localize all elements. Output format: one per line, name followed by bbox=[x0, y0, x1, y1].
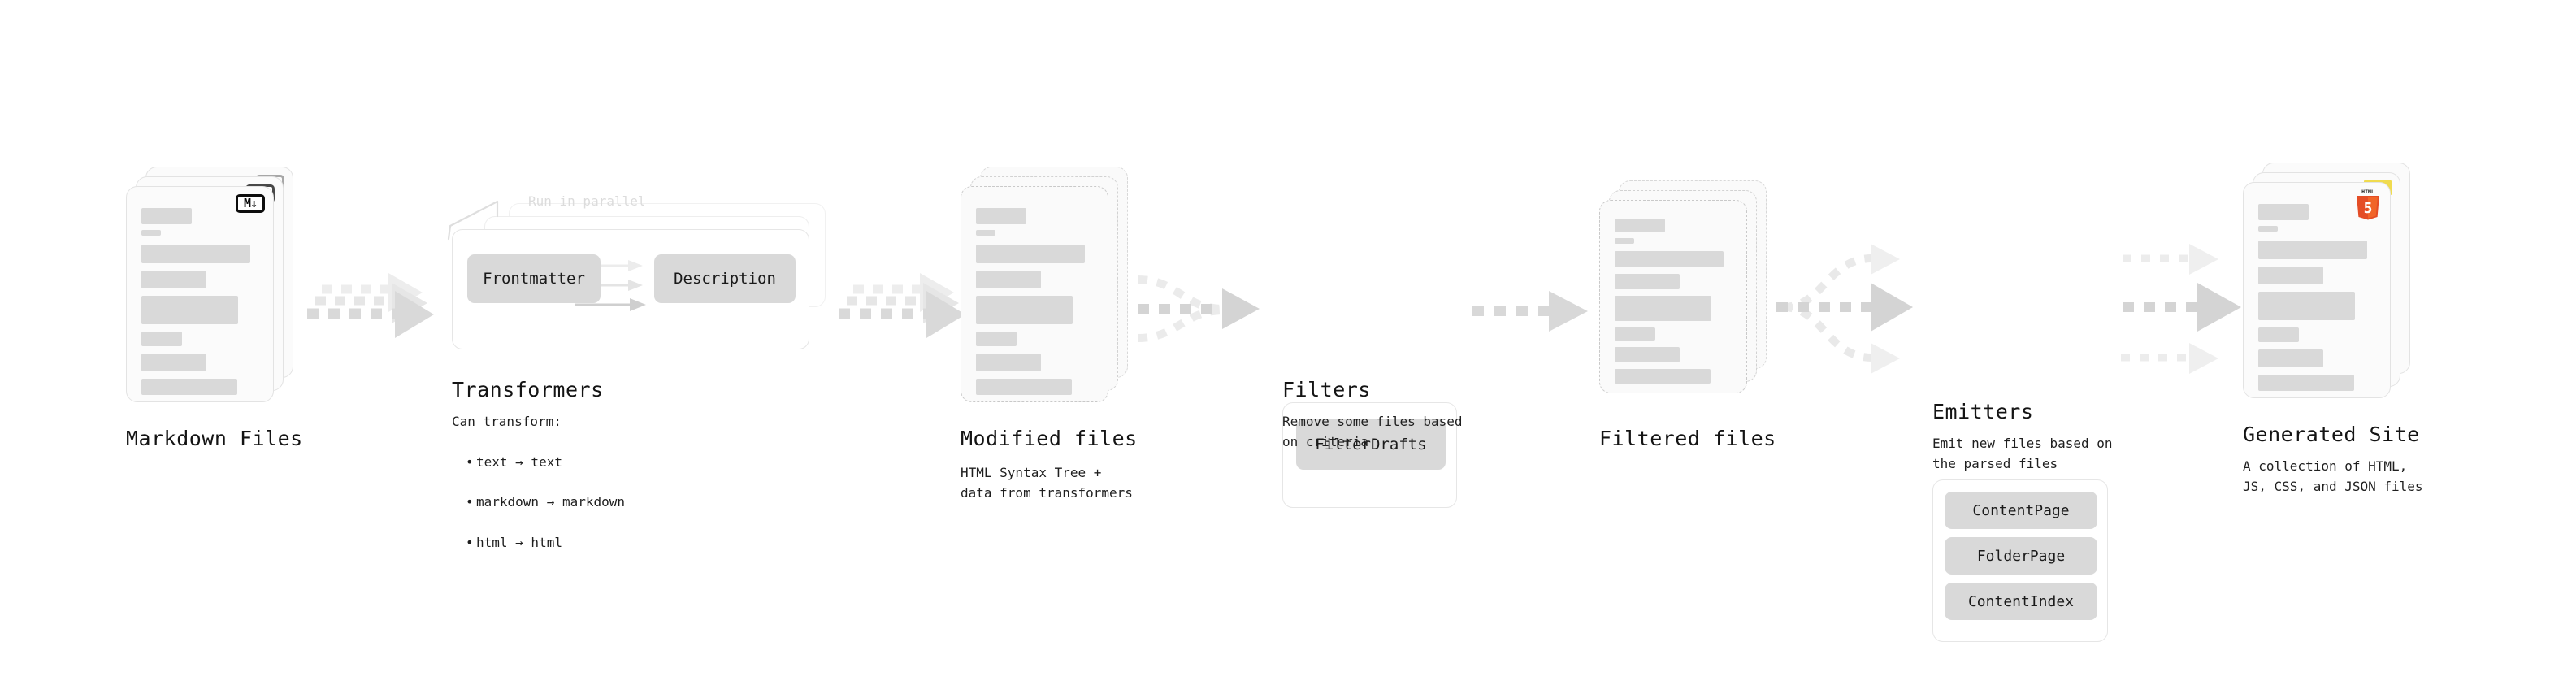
modified-files-title: Modified files bbox=[961, 427, 1138, 450]
emitter-pill-folderpage[interactable]: FolderPage bbox=[1945, 537, 2097, 575]
markdown-badge: M↓ bbox=[236, 194, 265, 213]
transformers-title: Transformers bbox=[452, 378, 604, 401]
run-in-parallel-bracket bbox=[447, 200, 499, 241]
arrowhead-fan-mid bbox=[1871, 283, 1913, 332]
emitter-pill-contentindex[interactable]: ContentIndex bbox=[1945, 583, 2097, 620]
stage-generated-site: CSS HTML 5 bbox=[2243, 163, 2410, 398]
site-skeleton bbox=[2258, 204, 2375, 397]
modified-skeleton bbox=[976, 208, 1093, 401]
stage-transformers: Frontmatter Description bbox=[447, 200, 834, 349]
arrowhead-triple-bottom bbox=[2189, 343, 2218, 374]
html5-badge: HTML 5 bbox=[2354, 188, 2382, 220]
modified-files-card-stack bbox=[961, 167, 1128, 402]
transformer-pill-frontmatter[interactable]: Frontmatter bbox=[467, 254, 601, 303]
transformer-pill-description[interactable]: Description bbox=[654, 254, 796, 303]
transformers-bullets: text → text markdown → markdown html → h… bbox=[465, 432, 625, 574]
emitters-desc: Emit new files based on the parsed files bbox=[1932, 436, 2113, 471]
filtered-files-card-stack bbox=[1599, 180, 1767, 393]
emitter-pill-contentpage[interactable]: ContentPage bbox=[1945, 492, 2097, 529]
transformers-desc-heading: Can transform: bbox=[452, 414, 562, 429]
arrowhead-fan-top bbox=[1871, 244, 1900, 275]
stage-filters: FilterDrafts bbox=[1282, 402, 1457, 508]
generated-site-desc: A collection of HTML, JS, CSS, and JSON … bbox=[2243, 458, 2423, 494]
arrowhead-converge bbox=[1222, 288, 1260, 329]
filtered-skeleton bbox=[1615, 219, 1732, 389]
connector-emitters-to-site bbox=[2118, 229, 2272, 392]
connector-filtered-to-emitters bbox=[1776, 229, 1931, 392]
transformers-bullet-1: markdown → markdown bbox=[466, 492, 625, 513]
transformers-bullet-2: html → html bbox=[466, 533, 625, 553]
generated-site-title: Generated Site bbox=[2243, 423, 2420, 446]
generated-site-card-stack: CSS HTML 5 bbox=[2243, 163, 2410, 398]
svg-text:5: 5 bbox=[2364, 200, 2373, 217]
markdown-sheet-front: M↓ bbox=[126, 186, 274, 402]
arrowhead-fan-bottom bbox=[1871, 343, 1900, 374]
connector-filters-to-filtered bbox=[1472, 283, 1602, 340]
site-sheet-front: HTML 5 bbox=[2243, 182, 2391, 398]
emitters-title: Emitters bbox=[1932, 400, 2034, 423]
stage-emitters: ContentPage FolderPage ContentIndex bbox=[1932, 479, 2108, 642]
svg-text:HTML: HTML bbox=[2361, 189, 2374, 195]
connector-transformers-to-modified bbox=[839, 268, 985, 366]
emitters-frame: ContentPage FolderPage ContentIndex bbox=[1932, 479, 2108, 642]
transformers-bullet-0: text → text bbox=[466, 453, 625, 473]
filter-pill-filterdrafts[interactable]: FilterDrafts bbox=[1296, 419, 1446, 470]
filtered-files-title: Filtered files bbox=[1599, 427, 1776, 450]
run-in-parallel-label: Run in parallel bbox=[528, 193, 646, 209]
modified-files-desc: HTML Syntax Tree + data from transformer… bbox=[961, 465, 1133, 501]
arrowhead-triple-top bbox=[2189, 244, 2218, 275]
filters-desc: Remove some files based on criteria bbox=[1282, 414, 1463, 449]
connector-modified-to-filters bbox=[1136, 262, 1290, 367]
filters-frame: FilterDrafts bbox=[1282, 402, 1457, 508]
markdown-files-title: Markdown Files bbox=[126, 427, 303, 450]
stage-markdown-files: M↓ bbox=[126, 167, 293, 402]
filters-title: Filters bbox=[1282, 378, 1371, 401]
arrowhead-front bbox=[395, 291, 434, 338]
markdown-files-card-stack: M↓ bbox=[126, 167, 293, 402]
connector-md-to-transformers bbox=[307, 268, 453, 366]
stage-modified-files bbox=[961, 167, 1128, 402]
filtered-sheet-front bbox=[1599, 200, 1747, 393]
arrowhead-triple-mid bbox=[2197, 283, 2241, 332]
stage-filtered-files bbox=[1599, 180, 1767, 393]
transformers-frame-front: Frontmatter Description bbox=[452, 229, 809, 349]
markdown-skeleton bbox=[141, 208, 258, 401]
modified-sheet-front bbox=[961, 186, 1108, 402]
